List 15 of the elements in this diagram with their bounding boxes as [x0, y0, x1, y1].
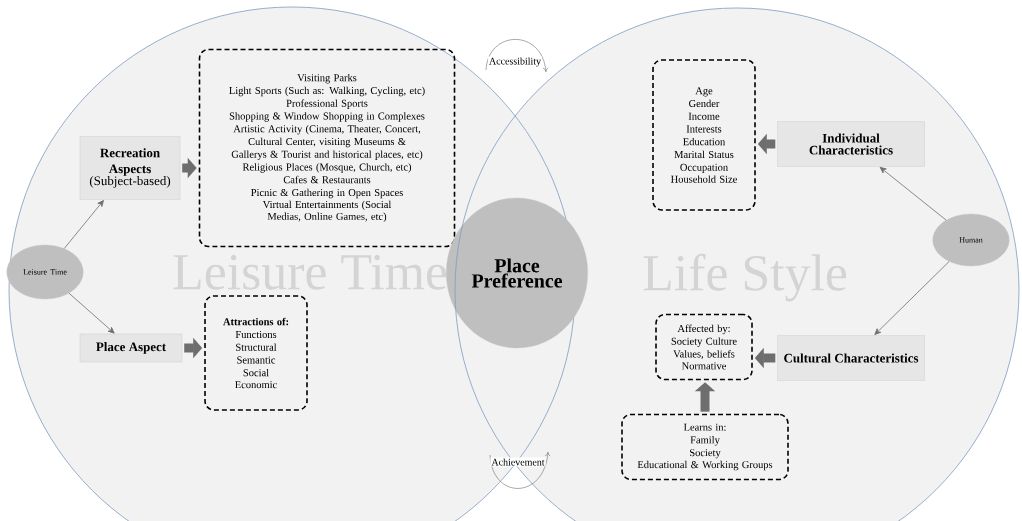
dashed-list-box: Attractions of: Functions Structural Semantic Social Economic — [204, 295, 308, 411]
cycle-label: Accessibility — [488, 56, 542, 68]
dashed-list-box: Learns in: Family Society Educational & Working Groups — [621, 413, 789, 481]
characteristics-box: Individual Characteristics — [777, 121, 925, 167]
aspect-box: Place Aspect — [79, 333, 183, 363]
characteristics-box: Cultural Characteristics — [777, 335, 925, 381]
cycle-label: Achievement — [490, 457, 546, 467]
dashed-list-box: Visiting Parks Light Sports (Such as: Walking, Cycling, etc) Professional Sports Shopping & Window Shopping in Complexes Artistic Activity (Cinema, Theater, Concert, Cultural Center, visiting Museums & Gallerys & Tourist and historical places, etc) Religious Places (Mosque, Church, etc) Cafes & Restaurants Picnic & Gathering in Open Spaces Virtual Entertainments (Social Medias, Online Games, etc) — [198, 48, 456, 248]
dashed-list-box: Age Gender Income Interests Education Marital Status Occupation Household Size — [652, 59, 756, 211]
arrow — [874, 261, 950, 335]
arrow — [68, 292, 115, 334]
arrow — [879, 166, 947, 221]
arrow — [63, 200, 104, 249]
aspect-box: Recreation Aspects (Subject-based) — [79, 136, 181, 200]
dashed-list-box: Affected by: Society Culture Values, beliefs Normative — [655, 313, 753, 381]
